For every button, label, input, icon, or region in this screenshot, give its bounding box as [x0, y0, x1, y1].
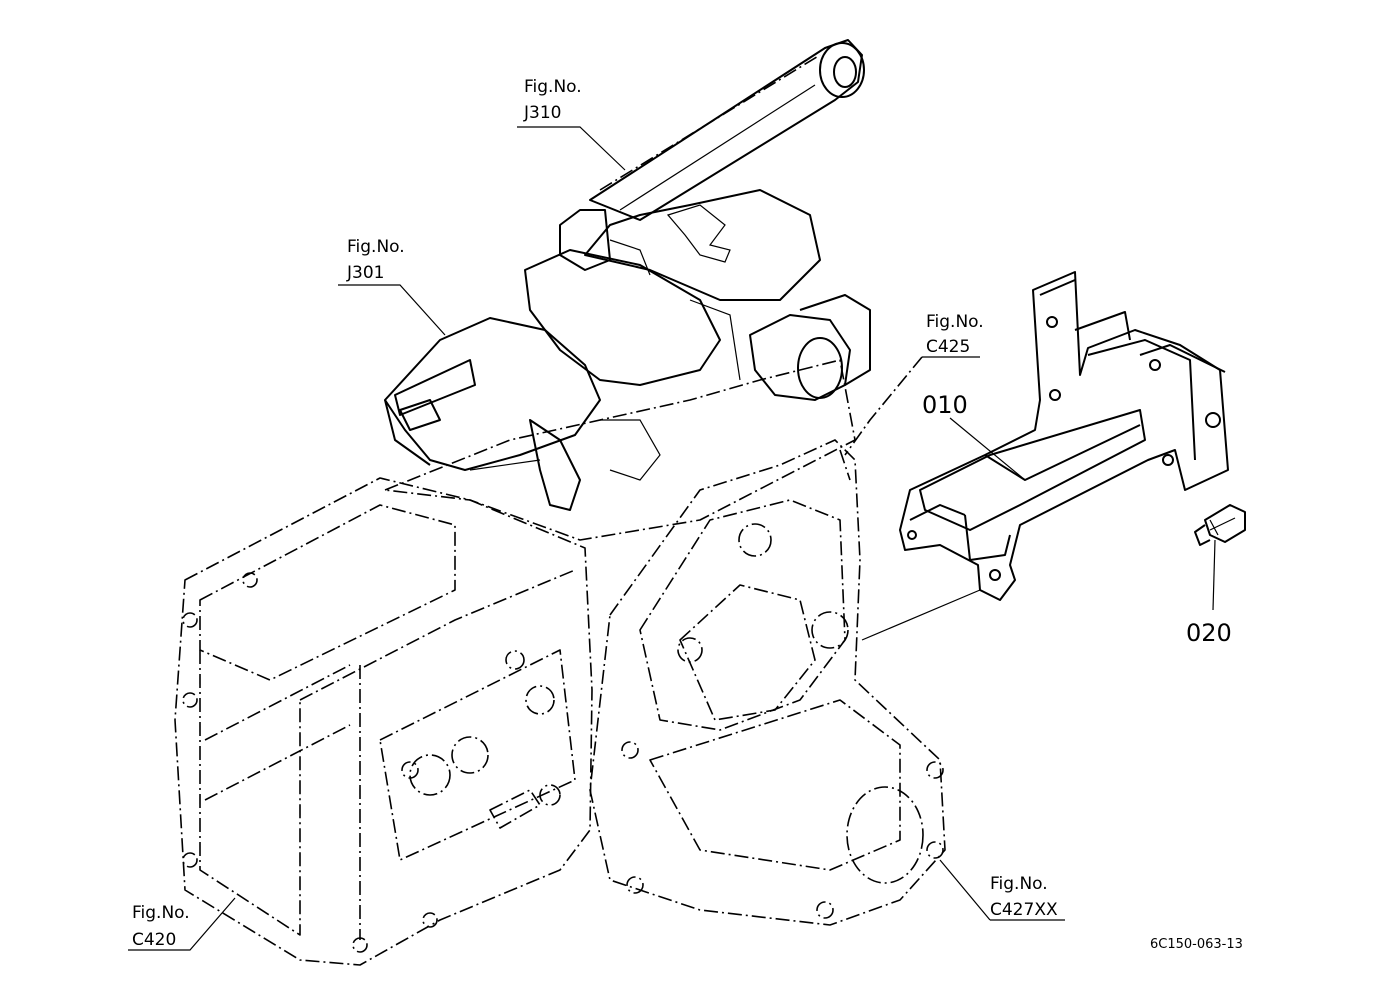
figure-ref-c427xx: Fig.No. C427XX	[990, 874, 1058, 920]
figure-ref-c420: Fig.No. C420	[132, 903, 190, 950]
fig-ref-prefix: Fig.No.	[524, 77, 582, 97]
part-number-020: 020	[1186, 619, 1232, 647]
shift-lever-arm	[589, 39, 865, 221]
fig-ref-code: C420	[132, 930, 176, 950]
figure-ref-c425: Fig.No. C425	[926, 312, 984, 357]
part-020-bolt	[1194, 504, 1246, 546]
fig-ref-code: J301	[346, 263, 384, 283]
fig-ref-prefix: Fig.No.	[926, 312, 984, 332]
fig-ref-prefix: Fig.No.	[347, 237, 405, 257]
fig-ref-prefix: Fig.No.	[990, 874, 1048, 894]
part-number-010: 010	[922, 391, 968, 419]
fig-ref-code: C425	[926, 337, 970, 357]
transmission-case-right	[589, 439, 946, 926]
fig-ref-code: J310	[523, 103, 561, 123]
transmission-case-left	[174, 477, 593, 966]
figure-ref-j310: Fig.No. J310	[523, 77, 582, 123]
fig-ref-prefix: Fig.No.	[132, 903, 190, 923]
fig-ref-code: C427XX	[990, 900, 1058, 920]
shift-lever-housing	[384, 189, 871, 541]
figure-ref-j301: Fig.No. J301	[346, 237, 405, 283]
part-010-bracket	[899, 271, 1229, 601]
drawing-code: 6C150-063-13	[1150, 937, 1243, 952]
leader-lines	[128, 126, 1216, 951]
